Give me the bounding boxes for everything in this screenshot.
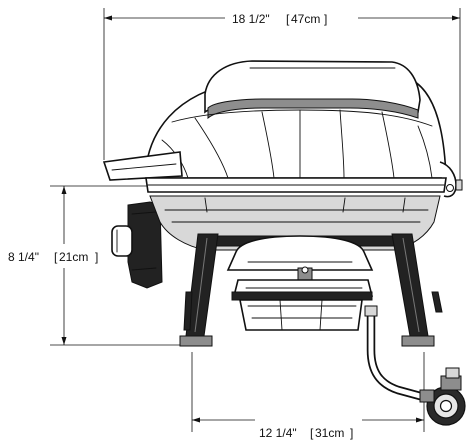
height-arrow-top — [61, 186, 67, 194]
side-bracket — [111, 201, 163, 289]
grill-lid — [102, 60, 463, 198]
grease-tray — [231, 291, 373, 331]
bottom-width-bracket-close: ] — [350, 426, 353, 440]
height-bracket-open: [ — [54, 250, 58, 264]
top-arrow-right — [452, 15, 460, 21]
height-metric: 21cm — [59, 250, 88, 264]
top-width-bracket-open: [ — [286, 12, 290, 26]
top-width-imperial: 18 1/2" — [232, 12, 270, 26]
height-arrow-bottom — [61, 337, 67, 345]
bottom-width-dimension: 12 1/4" [ 31cm ] — [191, 352, 425, 440]
left-foot — [179, 335, 213, 347]
left-height-dimension: 8 1/4" [ 21cm ] — [8, 185, 192, 346]
bottom-arrow-right — [416, 417, 424, 423]
gas-regulator — [419, 367, 466, 426]
right-leg — [391, 233, 429, 337]
height-bracket-close: ] — [95, 250, 98, 264]
gas-hose — [364, 305, 425, 401]
right-foot — [401, 335, 435, 347]
burner-area — [226, 235, 374, 297]
top-arrow-left — [104, 15, 112, 21]
lid-handle — [102, 151, 183, 181]
lid-rim — [145, 177, 447, 213]
bottom-width-imperial: 12 1/4" — [259, 426, 297, 440]
hose-fitting — [364, 305, 378, 317]
bottom-arrow-left — [192, 417, 200, 423]
top-width-dimension: 18 1/2" [ 47cm ] — [103, 8, 461, 188]
bottom-width-bracket-open: [ — [310, 426, 314, 440]
height-imperial: 8 1/4" — [8, 250, 39, 264]
control-knob — [111, 225, 133, 257]
top-width-metric: 47cm — [291, 12, 320, 26]
top-width-bracket-close: ] — [324, 12, 327, 26]
bottom-width-metric: 31cm — [315, 426, 344, 440]
